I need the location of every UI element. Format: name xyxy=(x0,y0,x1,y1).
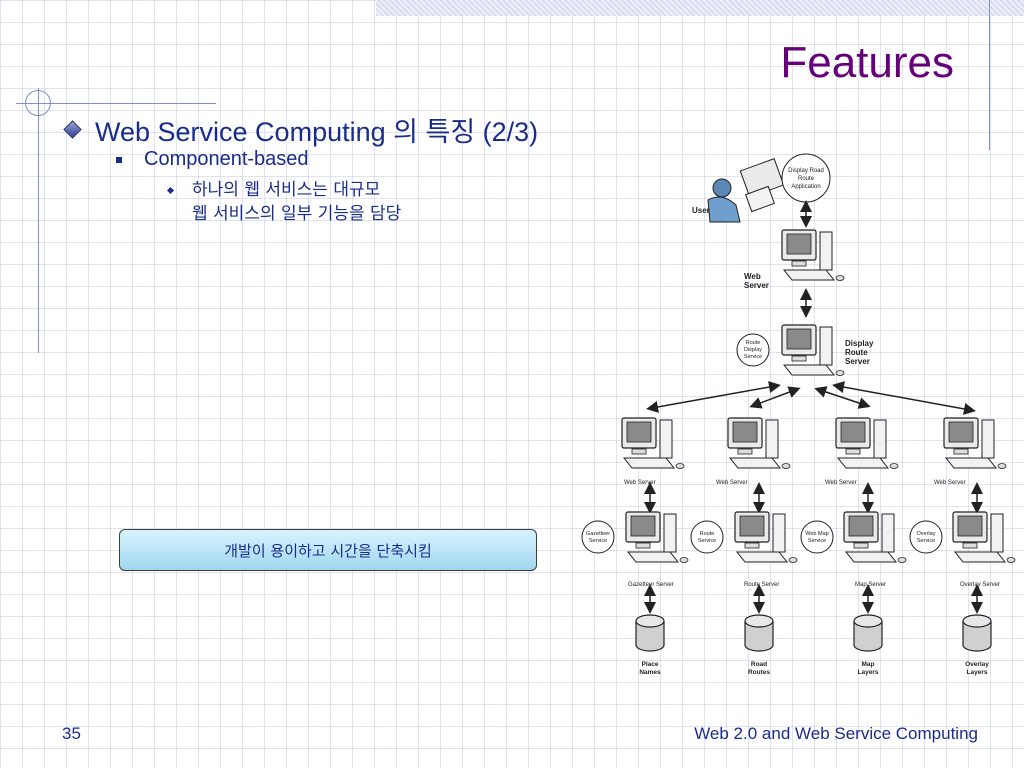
svg-text:Names: Names xyxy=(639,669,661,676)
svg-text:Route: Route xyxy=(746,340,761,346)
bullet-level1: Web Service Computing 의 특징 (2/3) xyxy=(62,110,538,149)
svg-text:Display: Display xyxy=(744,347,762,353)
column-2: Web Server Route Service Route Server Ro… xyxy=(690,417,798,676)
callout-text: 개발이 용이하고 시간을 단축시킴 xyxy=(224,541,432,560)
svg-text:Service: Service xyxy=(744,354,762,360)
architecture-diagram: User Display Road Route Application Web … xyxy=(581,153,1016,676)
column-4: Web Server Overlay Service Overlay Serve… xyxy=(909,417,1016,676)
svg-text:Display Road: Display Road xyxy=(788,168,824,174)
svg-text:Route: Route xyxy=(845,348,868,357)
web-server-top-label: Web xyxy=(744,272,761,281)
column-1: Web Server Gazetteer Service Gazetteer S… xyxy=(581,417,689,676)
square-bullet-icon xyxy=(116,156,122,163)
svg-text:Map: Map xyxy=(862,661,875,668)
web-server-1-label: Web Server xyxy=(624,480,656,486)
diamond-bullet-icon xyxy=(63,120,82,139)
web-server-3-icon xyxy=(835,417,899,470)
svg-text:Gazetteer: Gazetteer xyxy=(586,531,610,537)
overlay-layers-db-icon xyxy=(962,614,992,652)
svg-text:Layers: Layers xyxy=(967,669,988,676)
bullet-level1-text: Web Service Computing 의 특징 (2/3) xyxy=(95,117,539,147)
page-number: 35 xyxy=(62,724,81,743)
user-label: User xyxy=(692,206,710,215)
svg-text:Overlay: Overlay xyxy=(965,661,989,668)
svg-text:Service: Service xyxy=(698,538,716,544)
slide-title: Features xyxy=(780,38,954,87)
bullet-level2-text: Component-based xyxy=(144,148,309,170)
left-guide-line xyxy=(38,88,39,353)
overlay-server-label: Overlay Server xyxy=(960,582,1000,588)
gazetteer-service-circle xyxy=(581,520,615,554)
route-display-service-circle: Route Display Service xyxy=(736,333,770,367)
web-server-top-icon xyxy=(781,229,845,282)
web-server-4-label: Web Server xyxy=(934,480,966,486)
overlay-server-icon xyxy=(952,511,1016,564)
web-server-top-label-2: Server xyxy=(744,281,769,290)
callout-box: 개발이 용이하고 시간을 단축시킴 xyxy=(119,529,537,571)
route-server-label: Route Server xyxy=(744,582,779,588)
right-guide-line xyxy=(989,0,990,150)
svg-text:Route: Route xyxy=(700,531,715,537)
web-server-1-icon xyxy=(621,417,685,470)
footer-text: Web 2.0 and Web Service Computing xyxy=(694,724,978,743)
svg-text:Application: Application xyxy=(791,184,820,190)
svg-text:Server: Server xyxy=(845,357,870,366)
gazetteer-server-label: Gazetteer Server xyxy=(628,582,674,588)
user-icon xyxy=(707,158,785,223)
svg-text:Service: Service xyxy=(808,538,826,544)
gazetteer-server-icon xyxy=(625,511,689,564)
column-3: Web Server Web Map Service Map Server Ma… xyxy=(800,417,907,676)
web-server-2-label: Web Server xyxy=(716,480,748,486)
bullet-level3-text: 하나의 웹 서비스는 대규모 웹 서비스의 일부 기능을 담당 xyxy=(192,178,401,226)
web-map-service-circle xyxy=(800,520,834,554)
app-circle: Display Road Route Application xyxy=(781,153,831,203)
svg-text:Route: Route xyxy=(798,176,815,182)
web-server-2-icon xyxy=(727,417,791,470)
place-names-db-icon xyxy=(635,614,665,652)
svg-text:Place: Place xyxy=(642,661,659,668)
svg-text:Overlay: Overlay xyxy=(917,531,936,537)
bullet-level3-line1: 하나의 웹 서비스는 대규모 xyxy=(192,180,381,200)
small-diamond-bullet-icon xyxy=(166,186,175,195)
map-layers-db-icon xyxy=(853,614,883,652)
bullet-level3-line2: 웹 서비스의 일부 기능을 담당 xyxy=(192,204,402,224)
route-server-icon xyxy=(734,511,798,564)
svg-text:Service: Service xyxy=(589,538,607,544)
svg-text:Routes: Routes xyxy=(748,669,770,676)
web-server-3-label: Web Server xyxy=(825,480,857,486)
svg-text:Service: Service xyxy=(917,538,935,544)
display-route-server-icon xyxy=(781,324,845,377)
guide-circle xyxy=(25,90,51,116)
bullet-level2: Component-based xyxy=(116,148,309,171)
web-server-4-icon xyxy=(943,417,1007,470)
svg-text:Road: Road xyxy=(751,661,767,668)
svg-text:Web Map: Web Map xyxy=(805,531,828,537)
display-route-server-label: Display xyxy=(845,339,874,348)
svg-text:Layers: Layers xyxy=(858,669,879,676)
map-server-icon xyxy=(843,511,907,564)
overlay-service-circle xyxy=(909,520,943,554)
header-pattern-band xyxy=(376,0,1024,16)
map-server-label: Map Server xyxy=(855,582,886,588)
top-guide-line xyxy=(16,103,216,104)
route-service-circle xyxy=(690,520,724,554)
road-routes-db-icon xyxy=(744,614,774,652)
